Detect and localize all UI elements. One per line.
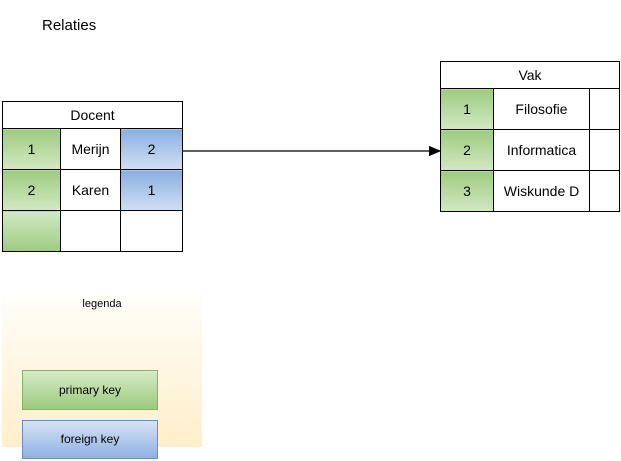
- docent-foreign-key-cell: 1: [119, 169, 184, 211]
- docent-name-cell-empty: [60, 210, 121, 252]
- legend-title: legenda: [82, 298, 122, 310]
- vak-table: Vak 1 Filosofie 2 Informatica 3 Wiskunde…: [440, 61, 620, 212]
- vak-extra-cell: [589, 170, 620, 212]
- docent-extra-cell-empty: [119, 210, 184, 252]
- docent-name-cell: Merijn: [60, 128, 121, 170]
- docent-primary-key-cell: 2: [2, 169, 61, 211]
- legend-primary-key-swatch: primary key: [22, 370, 158, 410]
- vak-extra-cell: [589, 129, 620, 171]
- vak-name-cell: Filosofie: [493, 88, 590, 130]
- docent-table-title: Docent: [1, 101, 184, 129]
- vak-table-title: Vak: [440, 61, 620, 89]
- vak-name-cell: Wiskunde D: [493, 170, 590, 212]
- table-row: 2 Informatica: [440, 129, 620, 171]
- vak-name-cell: Informatica: [493, 129, 590, 171]
- docent-table: Docent 1 Merijn 2 2 Karen 1: [1, 101, 184, 252]
- table-row: 1 Merijn 2: [2, 128, 184, 170]
- table-row: 3 Wiskunde D: [440, 170, 620, 212]
- legend-panel: legenda primary key foreign key: [2, 294, 202, 459]
- docent-foreign-key-cell: 2: [119, 128, 184, 170]
- docent-primary-key-cell: 1: [2, 128, 61, 170]
- arrowhead-icon: [429, 145, 442, 157]
- table-header-row: Docent: [1, 101, 184, 129]
- vak-primary-key-cell: 1: [440, 88, 494, 130]
- docent-primary-key-cell-empty: [2, 210, 61, 252]
- table-header-row: Vak: [440, 61, 620, 89]
- vak-primary-key-cell: 3: [440, 170, 494, 212]
- vak-primary-key-cell: 2: [440, 129, 494, 171]
- table-row: [2, 210, 184, 252]
- legend-foreign-key-swatch: foreign key: [22, 420, 158, 459]
- table-row: 2 Karen 1: [2, 169, 184, 211]
- docent-name-cell: Karen: [60, 169, 121, 211]
- vak-extra-cell: [589, 88, 620, 130]
- table-row: 1 Filosofie: [440, 88, 620, 130]
- page-title: Relaties: [42, 17, 97, 34]
